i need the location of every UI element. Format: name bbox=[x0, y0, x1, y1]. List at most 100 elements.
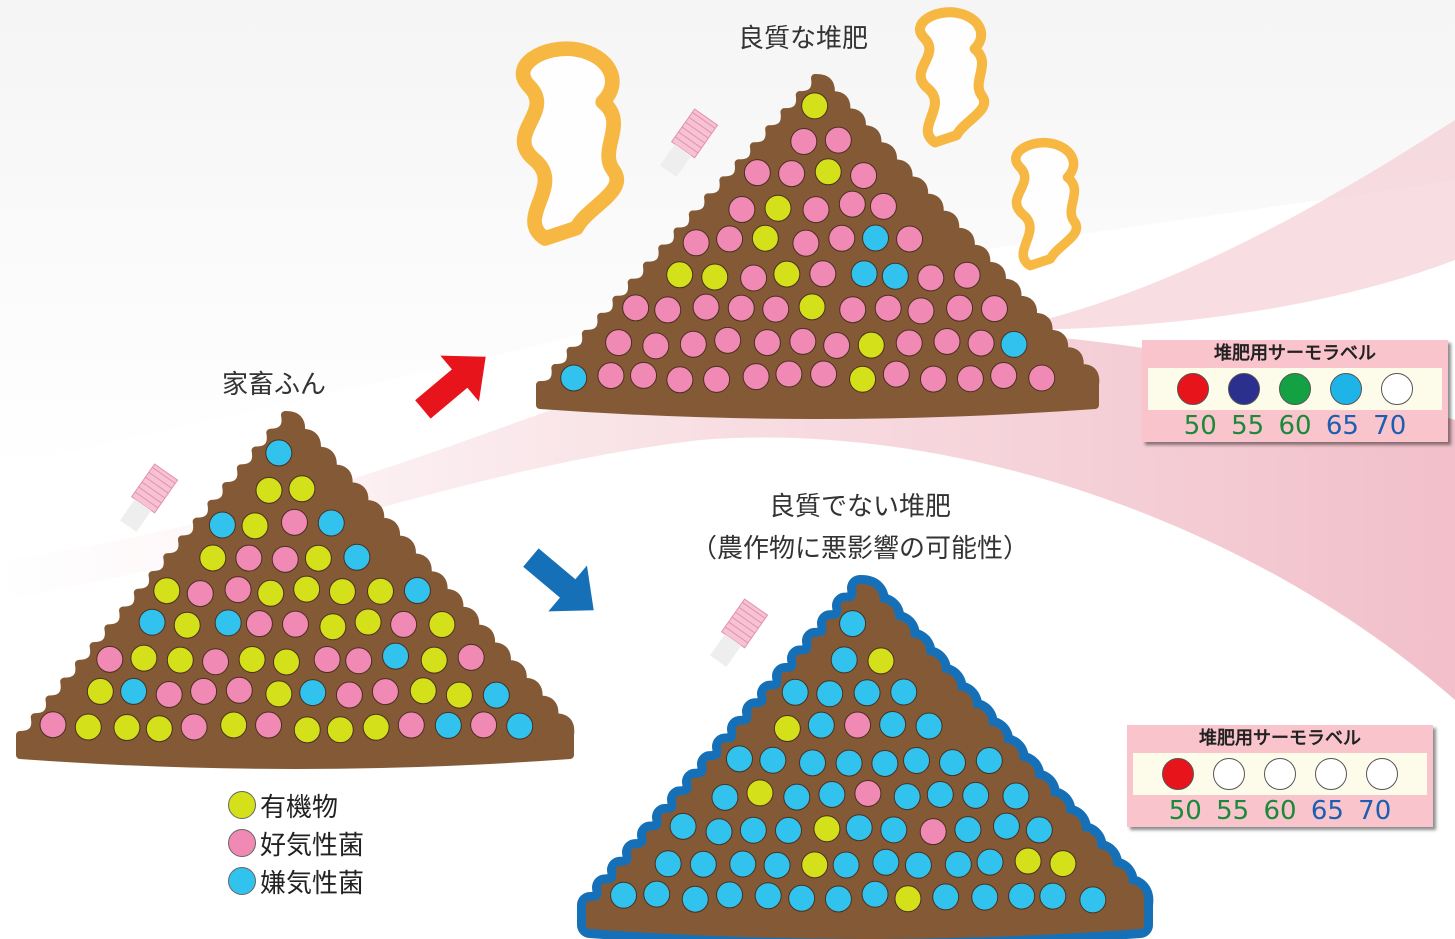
legend: 有機物 好気性菌 嫌気性菌 bbox=[228, 786, 364, 900]
anaerobic-bacteria-dot bbox=[788, 884, 816, 912]
bad-compost-caption-line1: 良質でない堆肥 bbox=[768, 492, 951, 522]
anaerobic-bacteria-dot bbox=[818, 780, 846, 808]
organic-matter-dot bbox=[701, 263, 729, 291]
anaerobic-bacteria-dot bbox=[861, 880, 889, 908]
aerobic-bacteria-dot bbox=[919, 818, 947, 846]
organic-matter-dot bbox=[304, 544, 332, 572]
aerobic-bacteria-dot bbox=[907, 297, 935, 325]
bad-compost-caption: 良質でない堆肥 （農作物に悪影響の可能性） bbox=[680, 486, 1040, 570]
arrow-icon bbox=[523, 548, 594, 612]
aerobic-bacteria-dot bbox=[202, 648, 230, 676]
temp-value: 55 bbox=[1231, 411, 1265, 441]
aerobic-bacteria-dot bbox=[224, 576, 252, 604]
steam-wisp bbox=[1011, 137, 1082, 271]
organic-matter-dot bbox=[867, 647, 895, 675]
anaerobic-bacteria-dot bbox=[835, 749, 863, 777]
thermometer-grip bbox=[141, 481, 166, 499]
organic-matter-dot bbox=[773, 715, 801, 743]
organic-matter-dot bbox=[272, 648, 300, 676]
thermometer-stem bbox=[710, 634, 742, 667]
aerobic-bacteria-dot bbox=[824, 126, 852, 154]
organic-matter-dot bbox=[814, 158, 842, 186]
aerobic-bacteria-dot bbox=[716, 225, 744, 253]
aerobic-bacteria-dot bbox=[869, 192, 897, 220]
anaerobic-bacteria-dot bbox=[382, 642, 410, 670]
aerobic-bacteria-dot bbox=[39, 711, 67, 739]
aerobic-bacteria-dot bbox=[839, 296, 867, 324]
aerobic-bacteria-dot bbox=[190, 677, 218, 705]
aerobic-bacteria-dot bbox=[956, 365, 984, 393]
thermometer-stem bbox=[120, 499, 152, 532]
organic-matter-dot bbox=[409, 677, 437, 705]
anaerobic-bacteria-dot bbox=[669, 812, 697, 840]
organic-matter-dot bbox=[428, 610, 456, 638]
manure-caption: 家畜ふん bbox=[222, 370, 327, 400]
aerobic-bacteria-dot bbox=[896, 225, 924, 253]
bad-compost-caption-line2: （農作物に悪影響の可能性） bbox=[690, 534, 1029, 564]
anaerobic-bacteria-dot bbox=[763, 851, 791, 879]
thermometer-grip bbox=[134, 491, 159, 509]
aerobic-bacteria-dot bbox=[740, 264, 768, 292]
aerobic-bacteria-dot bbox=[371, 678, 399, 706]
organic-matter-dot bbox=[328, 578, 356, 606]
thermometer-grip bbox=[674, 136, 699, 154]
anaerobic-bacteria-dot bbox=[944, 850, 972, 878]
anaerobic-bacteria-dot bbox=[654, 850, 682, 878]
aerobic-bacteria-dot bbox=[778, 160, 806, 188]
anaerobic-bacteria-dot bbox=[705, 818, 733, 846]
anaerobic-bacteria-dot bbox=[739, 816, 767, 844]
organic-matter-dot bbox=[220, 711, 248, 739]
aerobic-bacteria-dot bbox=[882, 360, 910, 388]
anaerobic-bacteria-dot bbox=[962, 781, 990, 809]
aerobic-bacteria-dot bbox=[605, 329, 633, 357]
aerobic-bacteria-dot bbox=[703, 365, 731, 393]
organic-matter-dot bbox=[894, 885, 922, 913]
organic-matter-dot bbox=[241, 512, 269, 540]
good-compost-pile bbox=[536, 73, 1100, 419]
arrow-to-bad-compost bbox=[523, 548, 594, 612]
thermometer-stem bbox=[660, 144, 692, 177]
aerobic-bacteria-dot bbox=[1028, 364, 1056, 392]
aerobic-bacteria-dot bbox=[728, 196, 756, 224]
temp-dot-55 bbox=[1213, 758, 1246, 790]
thermometer-grip bbox=[742, 601, 766, 619]
anaerobic-bacteria-dot bbox=[845, 814, 873, 842]
arrow-to-good-compost bbox=[415, 355, 486, 419]
organic-matter-dot bbox=[367, 577, 395, 605]
anaerobic-bacteria-dot bbox=[403, 577, 431, 605]
thermometer-icon bbox=[120, 463, 179, 532]
aerobic-bacteria-dot bbox=[844, 711, 872, 739]
aerobic-bacteria-dot bbox=[654, 296, 682, 324]
aerobic-bacteria-dot bbox=[622, 294, 650, 322]
thermometer-grip bbox=[681, 126, 706, 144]
anaerobic-bacteria-dot bbox=[754, 882, 782, 910]
anaerobic-bacteria-dot bbox=[893, 783, 921, 811]
thermo-label-good: 堆肥用サーモラベル 50 55 60 65 70 bbox=[1142, 340, 1448, 442]
aerobic-bacteria-dot bbox=[642, 332, 670, 360]
anaerobic-bacteria-dot bbox=[560, 364, 588, 392]
temp-value: 65 bbox=[1325, 411, 1359, 441]
aerobic-bacteria-dot bbox=[967, 329, 995, 357]
aerobic-bacteria-dot bbox=[946, 294, 974, 322]
anaerobic-bacteria-dot bbox=[862, 224, 890, 252]
aerobic-bacteria-dot bbox=[597, 362, 625, 390]
anaerobic-bacteria-dot bbox=[807, 711, 835, 739]
anaerobic-bacteria-dot bbox=[879, 710, 907, 738]
aerobic-bacteria-dot bbox=[823, 331, 851, 359]
aerobic-bacteria-dot bbox=[828, 224, 856, 252]
steam-icons bbox=[515, 7, 1082, 271]
arrow-shape bbox=[523, 548, 594, 612]
anaerobic-bacteria-dot bbox=[839, 610, 867, 638]
anaerobic-bacteria-dot bbox=[1079, 886, 1107, 914]
thermometer-grip bbox=[685, 121, 709, 139]
organic-matter-dot bbox=[326, 716, 354, 744]
temp-dot-70 bbox=[1380, 373, 1413, 405]
aerobic-bacteria-dot bbox=[390, 610, 418, 638]
thermo-label-temps: 50 55 60 65 70 bbox=[1142, 410, 1448, 442]
thermo-label-title: 堆肥用サーモラベル bbox=[1214, 343, 1376, 364]
anaerobic-bacteria-dot bbox=[954, 816, 982, 844]
anaerobic-bacteria-dot bbox=[759, 746, 787, 774]
organic-matter-dot bbox=[255, 476, 283, 504]
temp-dot-65 bbox=[1314, 758, 1347, 790]
